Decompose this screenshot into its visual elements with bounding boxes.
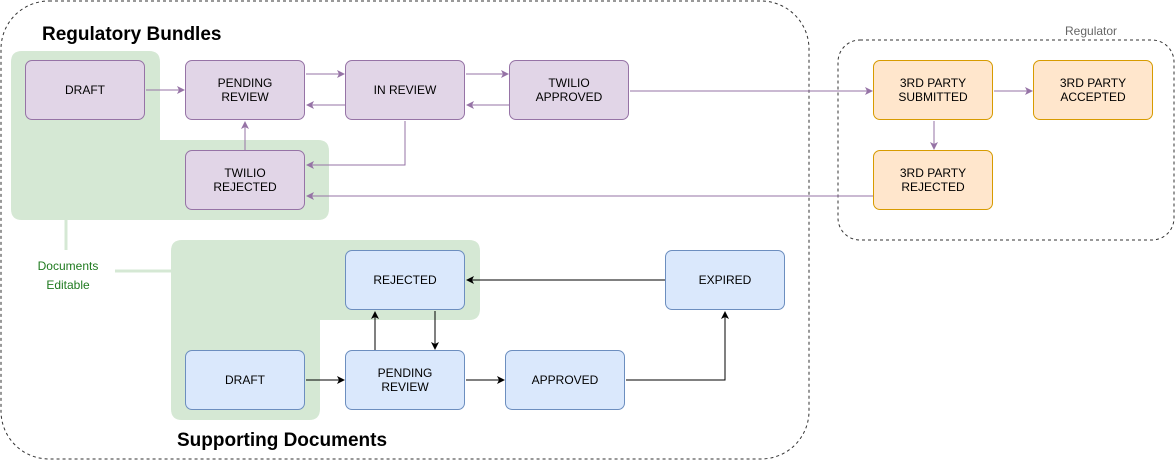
bundle-pending-review-node: PENDING REVIEW [185, 60, 305, 120]
bundle-pending-review-label: PENDING REVIEW [217, 76, 273, 104]
bundle-twilio-approved-node: TWILIO APPROVED [509, 60, 629, 120]
document-expired-node: EXPIRED [665, 250, 785, 310]
supporting-documents-title: Supporting Documents [177, 430, 388, 451]
regulator-label: Regulator [1065, 24, 1118, 38]
regulator-submitted-node: 3RD PARTY SUBMITTED [873, 60, 993, 120]
regulator-accepted-label: 3RD PARTY ACCEPTED [1059, 76, 1127, 104]
bundle-draft-label: DRAFT [65, 83, 105, 97]
regulatory-bundles-title: Regulatory Bundles [42, 24, 222, 45]
document-pending-review-label: PENDING REVIEW [377, 366, 433, 394]
bundle-in-review-label: IN REVIEW [373, 83, 437, 97]
regulator-container [837, 39, 1175, 241]
edge-doc-approved-expired [626, 311, 729, 381]
regulatory-bundles-container [0, 0, 810, 460]
regulator-rejected-node: 3RD PARTY REJECTED [873, 150, 993, 210]
bundle-draft-node: DRAFT [25, 60, 145, 120]
document-approved-node: APPROVED [505, 350, 625, 410]
regulator-rejected-label: 3RD PARTY REJECTED [899, 166, 967, 194]
documents-editable-legend: Documents Editable [37, 259, 99, 292]
document-pending-review-node: PENDING REVIEW [345, 350, 465, 410]
document-approved-label: APPROVED [531, 373, 599, 387]
document-rejected-node: REJECTED [345, 250, 465, 310]
bundle-twilio-approved-label: TWILIO APPROVED [535, 76, 603, 104]
document-draft-label: DRAFT [225, 373, 265, 387]
document-draft-node: DRAFT [185, 350, 305, 410]
document-rejected-label: REJECTED [373, 273, 437, 287]
bundle-in-review-node: IN REVIEW [345, 60, 465, 120]
regulator-accepted-node: 3RD PARTY ACCEPTED [1033, 60, 1153, 120]
document-expired-label: EXPIRED [698, 273, 752, 287]
regulator-submitted-label: 3RD PARTY SUBMITTED [898, 76, 968, 104]
edge-inreview-twiliorejected [306, 121, 406, 169]
bundle-twilio-rejected-node: TWILIO REJECTED [185, 150, 305, 210]
bundle-twilio-rejected-label: TWILIO REJECTED [213, 166, 277, 194]
